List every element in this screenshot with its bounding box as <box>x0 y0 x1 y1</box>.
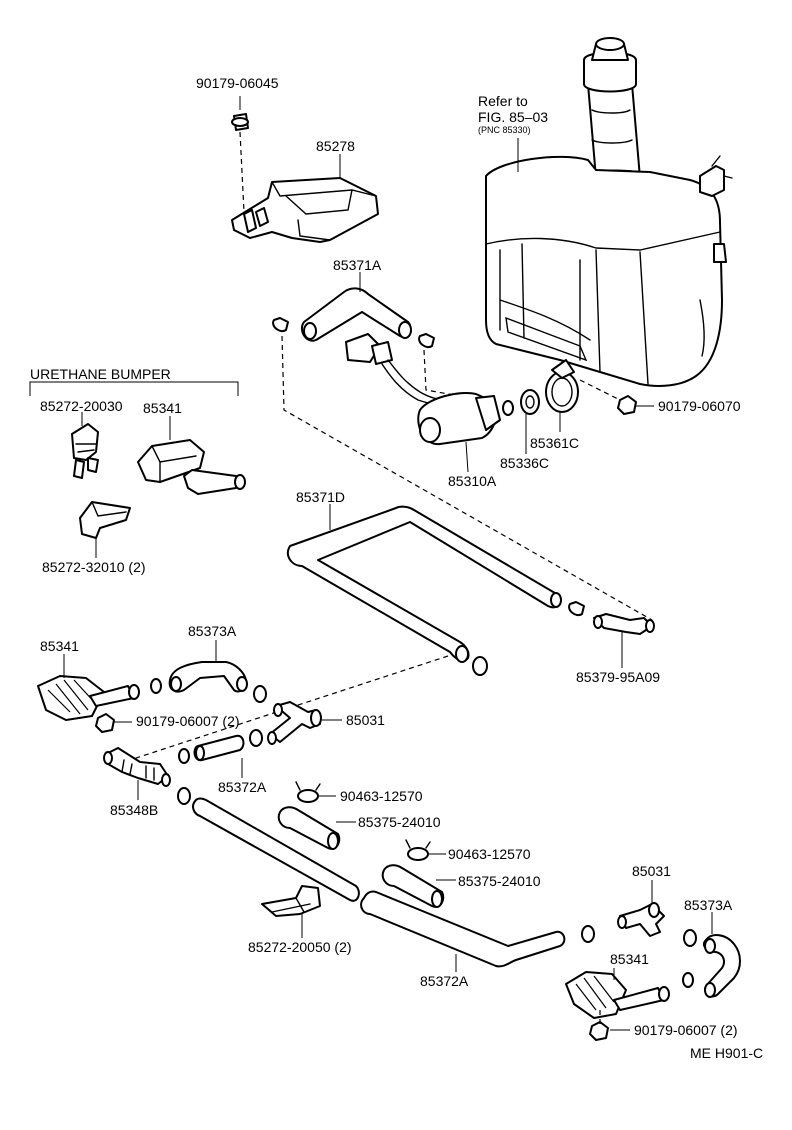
hose-85375-24010-upper <box>277 806 356 850</box>
hose-85373A-left <box>168 640 248 693</box>
ring-left-2 <box>249 729 263 747</box>
nut-90179-06007-right <box>589 1010 630 1041</box>
clamp-85361C <box>545 359 579 432</box>
hose-85372A-short <box>178 734 245 778</box>
clamp-90463-12570-lower <box>405 839 446 861</box>
label-90463-12570-lower: 90463-12570 <box>448 846 531 862</box>
label-85341-right: 85341 <box>610 951 649 967</box>
tjoint-85031-right <box>617 880 665 937</box>
grommet-85336C <box>502 389 540 454</box>
hose-85371D <box>286 504 562 663</box>
dashed-guide-center <box>129 655 449 761</box>
label-85278: 85278 <box>316 138 355 154</box>
label-85372A-short: 85372A <box>218 779 267 795</box>
label-fig: FIG. 85–03 <box>478 109 548 125</box>
ring-left-1 <box>253 685 267 703</box>
dashed-guide-long <box>281 335 653 621</box>
label-85371D: 85371D <box>296 489 345 505</box>
nut-90179-06070 <box>579 379 654 415</box>
pump-85310A <box>345 333 501 473</box>
label-85341-upper: 85341 <box>143 400 182 416</box>
label-85272-32010: 85272-32010 (2) <box>42 559 146 575</box>
label-pnc: (PNC 85330) <box>478 125 531 135</box>
label-85375-24010-lower: 85375-24010 <box>458 873 541 889</box>
clip-85272-20050 <box>261 885 321 938</box>
label-85371A: 85371A <box>333 257 382 273</box>
nut-90179-06045 <box>231 96 249 213</box>
washer-tank <box>485 37 733 387</box>
ring-right-3 <box>682 972 694 988</box>
label-diagram-code: ME H901-C <box>690 1045 763 1061</box>
dashed-guide-mid <box>423 349 461 397</box>
label-90179-06045: 90179-06045 <box>196 75 279 91</box>
ring-85371D <box>472 656 488 676</box>
hose-85373A-right <box>702 912 741 998</box>
hose-85371A <box>272 272 435 348</box>
label-85336C: 85336C <box>500 455 549 471</box>
label-85272-20050: 85272-20050 (2) <box>248 939 352 955</box>
label-85310A: 85310A <box>448 473 497 489</box>
label-85373A-left: 85373A <box>188 623 237 639</box>
valve-85348B <box>103 747 171 800</box>
clamp-90463-12570-upper <box>295 781 336 803</box>
tjoint-85031-middle <box>267 701 342 745</box>
label-90179-06070: 90179-06070 <box>658 398 741 414</box>
label-85348B: 85348B <box>110 802 158 818</box>
label-85372A-long: 85372A <box>420 973 469 989</box>
ring-right-2 <box>683 929 697 947</box>
elbow-85379-95A09 <box>593 613 655 668</box>
ring-right-1 <box>581 925 595 943</box>
label-85379-95A09: 85379-95A09 <box>576 669 660 685</box>
urethane-bumper-bracket <box>29 381 239 396</box>
label-90179-06007-left: 90179-06007 (2) <box>136 713 240 729</box>
ring-left-3 <box>177 787 191 805</box>
clip-85272-20030 <box>71 412 99 479</box>
label-urethane-bumper: URETHANE BUMPER <box>30 366 171 382</box>
hose-85375-24010-lower <box>381 864 456 908</box>
nozzle-85341-right <box>565 968 670 1019</box>
label-85361C: 85361C <box>530 435 579 451</box>
clip-85371D-end <box>568 601 585 616</box>
label-85341-left: 85341 <box>40 638 79 654</box>
nozzle-85341-upper <box>137 416 246 495</box>
bracket-85278 <box>231 154 379 243</box>
label-85375-24010-upper: 85375-24010 <box>358 814 441 830</box>
nozzle-85341-left <box>37 654 162 721</box>
label-85031-right: 85031 <box>632 863 671 879</box>
label-85373A-right: 85373A <box>684 897 733 913</box>
label-85272-20030: 85272-20030 <box>40 398 123 414</box>
label-85031-middle: 85031 <box>346 712 385 728</box>
nut-90179-06007-left <box>95 713 132 733</box>
hose-85372A-long-lower <box>360 890 566 972</box>
label-refer-to: Refer to <box>478 93 528 109</box>
label-90463-12570-upper: 90463-12570 <box>340 788 423 804</box>
label-90179-06007-right: 90179-06007 (2) <box>634 1022 738 1038</box>
hose-85372A-long-upper <box>192 797 360 902</box>
clip-85272-32010 <box>79 501 131 558</box>
